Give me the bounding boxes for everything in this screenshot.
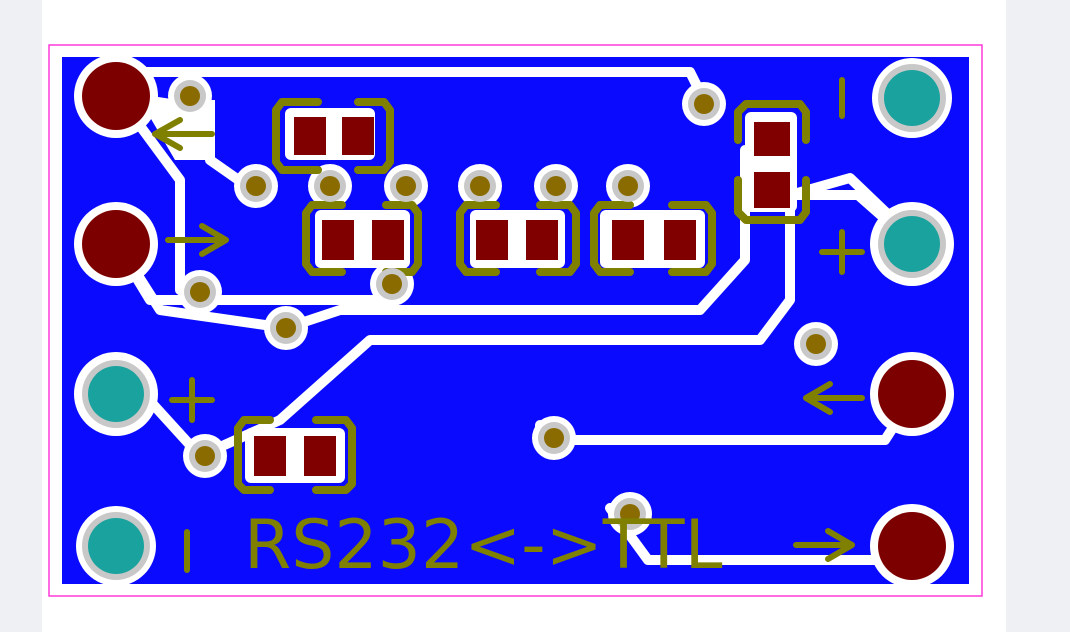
silkscreen-symbols <box>152 77 865 573</box>
arrow-left-icon <box>152 117 215 151</box>
arrow-right-icon <box>165 223 229 257</box>
pad-right-4 <box>878 512 946 580</box>
plus-icon <box>819 229 865 275</box>
pad-right-3 <box>878 360 946 428</box>
silkscreen-outlines <box>234 98 810 494</box>
smd-pads <box>254 117 790 476</box>
connector-pads <box>82 62 946 580</box>
plus-icon <box>169 377 215 423</box>
board-label: RS232<->TTL <box>244 506 723 585</box>
vias <box>174 80 832 530</box>
arrow-left-icon <box>803 381 865 415</box>
pad-left-1 <box>82 62 150 130</box>
arrow-right-icon <box>793 528 855 562</box>
pad-left-2 <box>82 210 150 278</box>
